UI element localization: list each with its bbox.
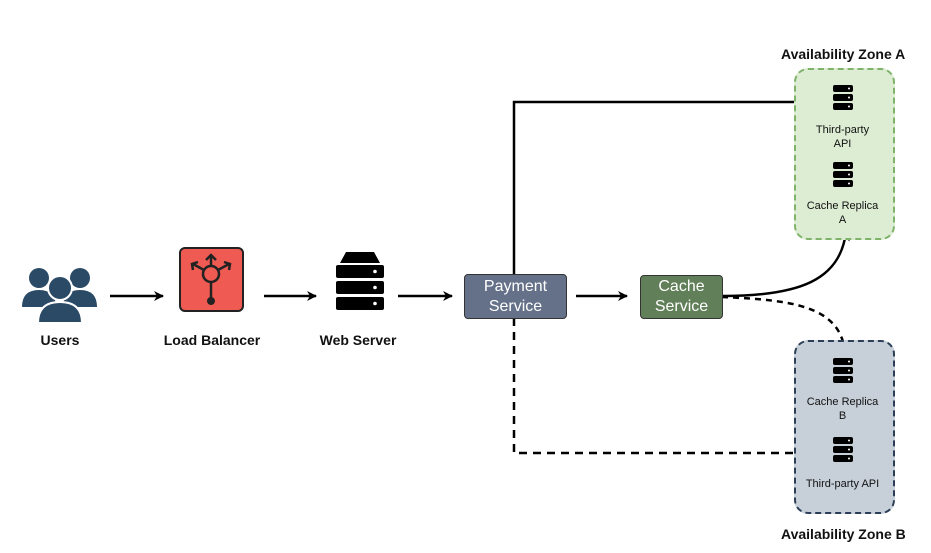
third-party-api-a-line1: Third-party — [815, 124, 870, 136]
cache-service-line1: Cache — [658, 278, 705, 295]
payment-service-line2: Service — [488, 297, 543, 315]
cache-replica-a-label: Cache Replica A — [796, 199, 889, 227]
cache-replica-b-line2: B — [838, 410, 847, 422]
payment-service-line1: Payment — [483, 277, 548, 295]
arrow-payment-to-api-a — [512, 97, 821, 274]
users-label: Users — [40, 332, 80, 348]
load-balancer-icon — [179, 247, 244, 312]
third-party-api-a-label: Third-party API — [796, 123, 889, 151]
third-party-api-b-icon — [833, 437, 853, 462]
zone-b-title: Availability Zone B — [781, 526, 906, 542]
cache-replica-a-line1: Cache Replica — [806, 200, 879, 212]
payment-service-box: Payment Service — [464, 274, 567, 319]
users-icon — [22, 268, 97, 324]
third-party-api-a-line2: API — [833, 138, 852, 150]
arrow-cache-to-replica-b — [721, 295, 850, 353]
web-server-icon — [336, 252, 384, 310]
third-party-api-a-icon — [833, 85, 853, 110]
cache-service-line2: Service — [654, 298, 709, 315]
web-server-label: Web Server — [319, 332, 397, 348]
cache-replica-b-line1: Cache Replica — [806, 396, 879, 408]
cache-replica-b-icon — [833, 358, 853, 383]
cache-replica-a-icon — [833, 162, 853, 187]
load-balancer-label: Load Balancer — [163, 332, 261, 348]
third-party-api-b-line1: Third-party API — [805, 478, 880, 490]
zone-a-title: Availability Zone A — [781, 46, 906, 62]
cache-replica-b-label: Cache Replica B — [796, 395, 889, 423]
arrow-payment-to-api-b — [512, 318, 819, 458]
cache-service-box: Cache Service — [640, 275, 723, 319]
third-party-api-b-label: Third-party API — [796, 477, 889, 491]
arrow-cache-to-replica-a — [721, 231, 850, 298]
cache-replica-a-line2: A — [838, 214, 847, 226]
